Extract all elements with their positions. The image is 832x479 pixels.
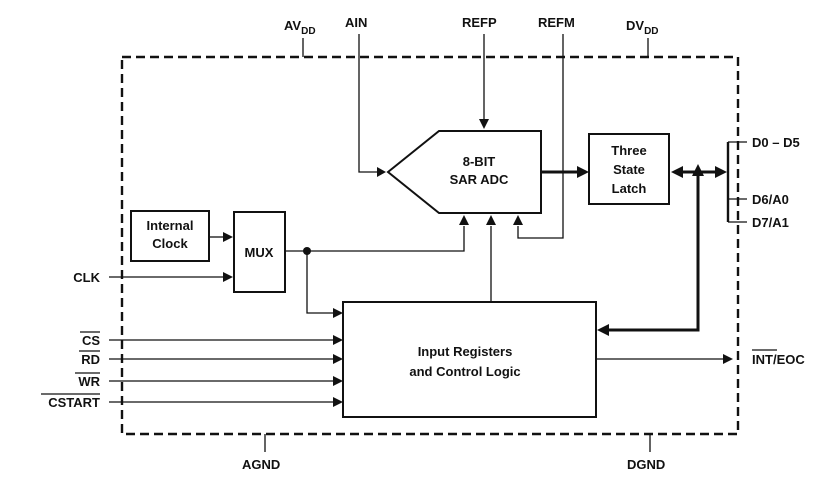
agnd-label: AGND xyxy=(242,457,280,472)
mux-block: MUX xyxy=(233,211,286,293)
d6-a0-label: D6/A0 xyxy=(752,192,789,207)
refp-label: REFP xyxy=(462,15,497,30)
control-logic-line-1: Input Registers xyxy=(418,344,513,359)
chip-boundary xyxy=(120,55,740,436)
adc-block: 8-BIT SAR ADC xyxy=(386,130,542,214)
int-eoc-label: INT/EOC xyxy=(752,352,805,367)
mux-label: MUX xyxy=(245,245,274,260)
internal-clock-line-1: Internal xyxy=(147,218,194,233)
d7-a1-label: D7/A1 xyxy=(752,215,789,230)
d0-d5-label: D0 – D5 xyxy=(752,135,800,150)
adc-line-1: 8-BIT xyxy=(463,154,496,169)
clk-label: CLK xyxy=(73,270,100,285)
control-logic-block: Input Registers and Control Logic xyxy=(342,301,597,418)
dgnd-label: DGND xyxy=(627,457,665,472)
cstart-label: CSTART xyxy=(48,395,100,410)
wr-label: WR xyxy=(78,374,100,389)
avdd-label: AVDD xyxy=(284,18,316,37)
ain-label: AIN xyxy=(345,15,367,30)
dvdd-label: DVDD xyxy=(626,18,659,37)
latch-block: Three State Latch xyxy=(588,133,670,205)
refm-label: REFM xyxy=(538,15,575,30)
cs-label: CS xyxy=(82,333,100,348)
internal-clock-block: Internal Clock xyxy=(130,210,210,262)
adc-line-2: SAR ADC xyxy=(450,172,509,187)
latch-line-3: Latch xyxy=(612,181,647,196)
control-logic-line-2: and Control Logic xyxy=(409,364,520,379)
internal-clock-line-2: Clock xyxy=(152,236,188,251)
latch-line-2: State xyxy=(613,162,645,177)
rd-label: RD xyxy=(81,352,100,367)
latch-line-1: Three xyxy=(611,143,646,158)
